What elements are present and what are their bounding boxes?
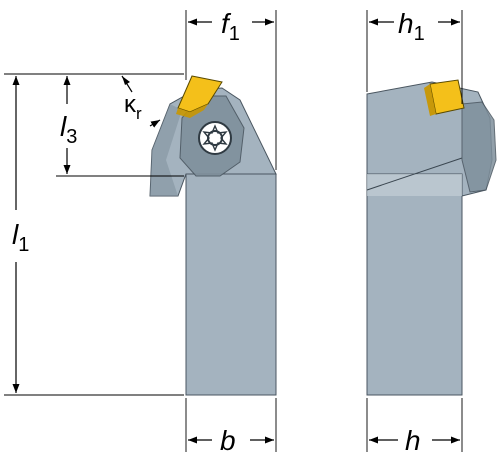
label-b: b [220, 425, 236, 456]
label-f1: f1 [221, 8, 240, 45]
label-h: h [405, 425, 421, 456]
label-l3: l3 [60, 111, 77, 148]
side-view-head-top-face [367, 174, 462, 196]
label-l1: l1 [12, 219, 29, 256]
torx-icon [202, 124, 228, 152]
side-view-shank [366, 173, 463, 396]
side-view-diagonal-edge [366, 157, 463, 191]
front-view-clamp-screw-inner [207, 130, 223, 146]
front-view-insert-edge [176, 104, 208, 118]
front-view-head-shade [150, 104, 182, 196]
front-view [149, 75, 277, 396]
front-view-shank [185, 173, 277, 396]
dim-kr-arrowhead [122, 76, 130, 85]
side-view-insert [429, 79, 465, 115]
side-view-clamp [461, 101, 497, 193]
dim-kr-leader [149, 119, 161, 128]
side-view [366, 79, 497, 396]
label-kr: κr [124, 91, 142, 123]
label-h1: h1 [398, 8, 425, 45]
side-view-insert-side [424, 84, 436, 116]
